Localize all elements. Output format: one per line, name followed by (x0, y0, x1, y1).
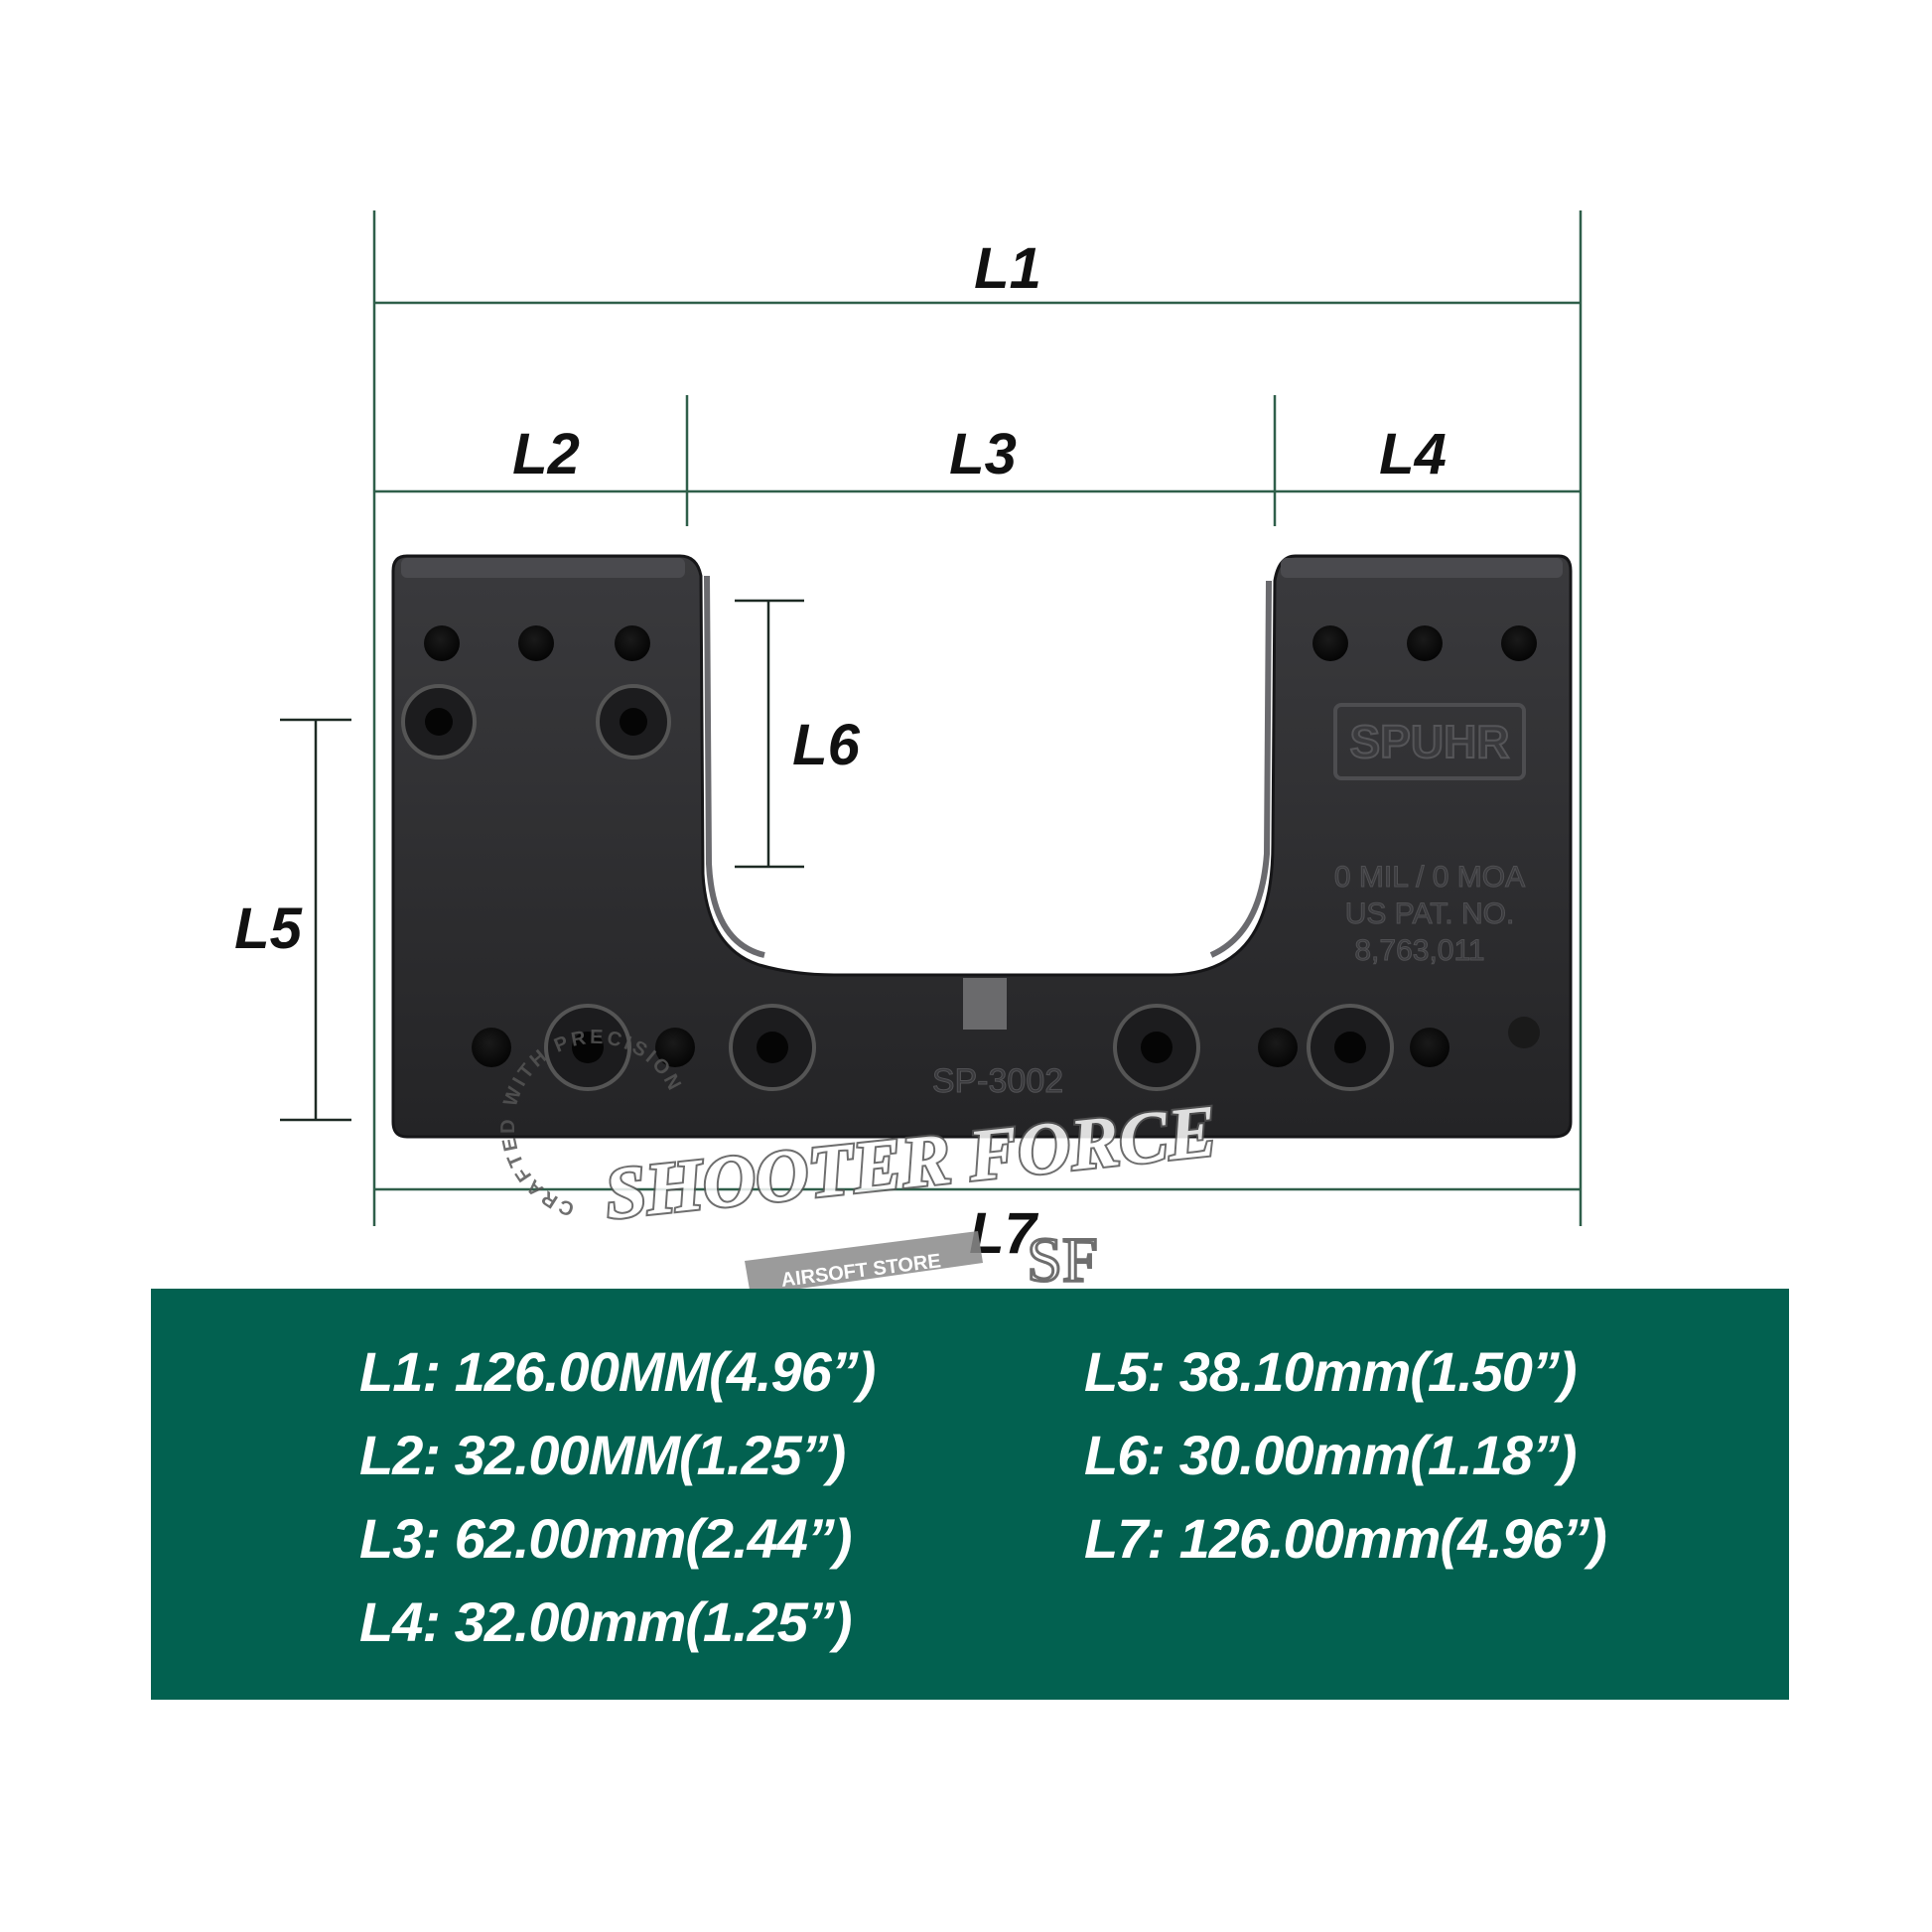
spec-l5: L5: 38.10mm(1.50”) (1084, 1340, 1578, 1404)
spec-panel: L1: 126.00MM(4.96”) L2: 32.00MM(1.25”) L… (151, 1289, 1789, 1700)
label-l1: L1 (974, 236, 1041, 301)
spec-l2: L2: 32.00MM(1.25”) (359, 1424, 847, 1487)
screw-hole (1501, 625, 1537, 661)
screw-hole (1508, 1017, 1540, 1048)
watermark-monogram: SF (1027, 1224, 1097, 1295)
spec-label: L2: (359, 1424, 441, 1486)
label-l6: L6 (792, 713, 860, 777)
recoil-lug (963, 978, 1007, 1030)
screw-hole (472, 1028, 511, 1067)
left-bore-edge (704, 575, 765, 958)
spec-value: 62.00mm(2.44”) (454, 1507, 853, 1570)
model-engraving: SP-3002 (932, 1062, 1063, 1100)
screw-hole (655, 1028, 695, 1067)
brand-logo-outline (1333, 703, 1526, 780)
label-l3: L3 (949, 422, 1017, 486)
spec-l6: L6: 30.00mm(1.18”) (1084, 1424, 1578, 1487)
spec-label: L5: (1084, 1340, 1166, 1403)
brand-logo: SPUHR (1349, 716, 1509, 767)
screw-hole (1410, 1028, 1449, 1067)
dimension-lines (280, 210, 1583, 1226)
label-l5: L5 (234, 897, 302, 961)
spec-value: 126.00mm(4.96”) (1178, 1507, 1607, 1570)
screw-hole (1407, 625, 1443, 661)
spec-label: L3: (359, 1507, 441, 1570)
screw-hole (1258, 1028, 1298, 1067)
screw-hole (615, 625, 650, 661)
left-ring-top (401, 558, 685, 578)
spec-label: L6: (1084, 1424, 1166, 1486)
spec-label: L7: (1084, 1507, 1166, 1570)
spec-label: L1: (359, 1340, 441, 1403)
label-l2: L2 (512, 422, 580, 486)
spec-value: 32.00mm(1.25”) (454, 1590, 853, 1653)
spec-value: 38.10mm(1.50”) (1178, 1340, 1578, 1403)
label-l4: L4 (1379, 422, 1447, 486)
engraving-line-3: 8,763,011 (1354, 934, 1484, 967)
watermark-ribbon (745, 1231, 983, 1296)
screw-hole (424, 625, 460, 661)
screw-hole (518, 625, 554, 661)
scope-mount: SPUHR 0 MIL / 0 MOA US PAT. NO. 8,763,01… (391, 554, 1573, 1139)
spec-value: 32.00MM(1.25”) (454, 1424, 847, 1486)
screw-hole (1312, 625, 1348, 661)
right-ring-top (1281, 558, 1563, 578)
mount-body (391, 554, 1573, 1139)
spec-l3: L3: 62.00mm(2.44”) (359, 1507, 853, 1571)
spec-l7: L7: 126.00mm(4.96”) (1084, 1507, 1607, 1571)
spec-l1: L1: 126.00MM(4.96”) (359, 1340, 877, 1404)
engraving-line-2: US PAT. NO. (1345, 897, 1515, 930)
spec-value: 30.00mm(1.18”) (1178, 1424, 1578, 1486)
spec-value: 126.00MM(4.96”) (454, 1340, 877, 1403)
spec-l4: L4: 32.00mm(1.25”) (359, 1590, 853, 1654)
right-bore-edge (1209, 580, 1272, 958)
spec-label: L4: (359, 1590, 441, 1653)
engraving-line-1: 0 MIL / 0 MOA (1334, 861, 1525, 894)
